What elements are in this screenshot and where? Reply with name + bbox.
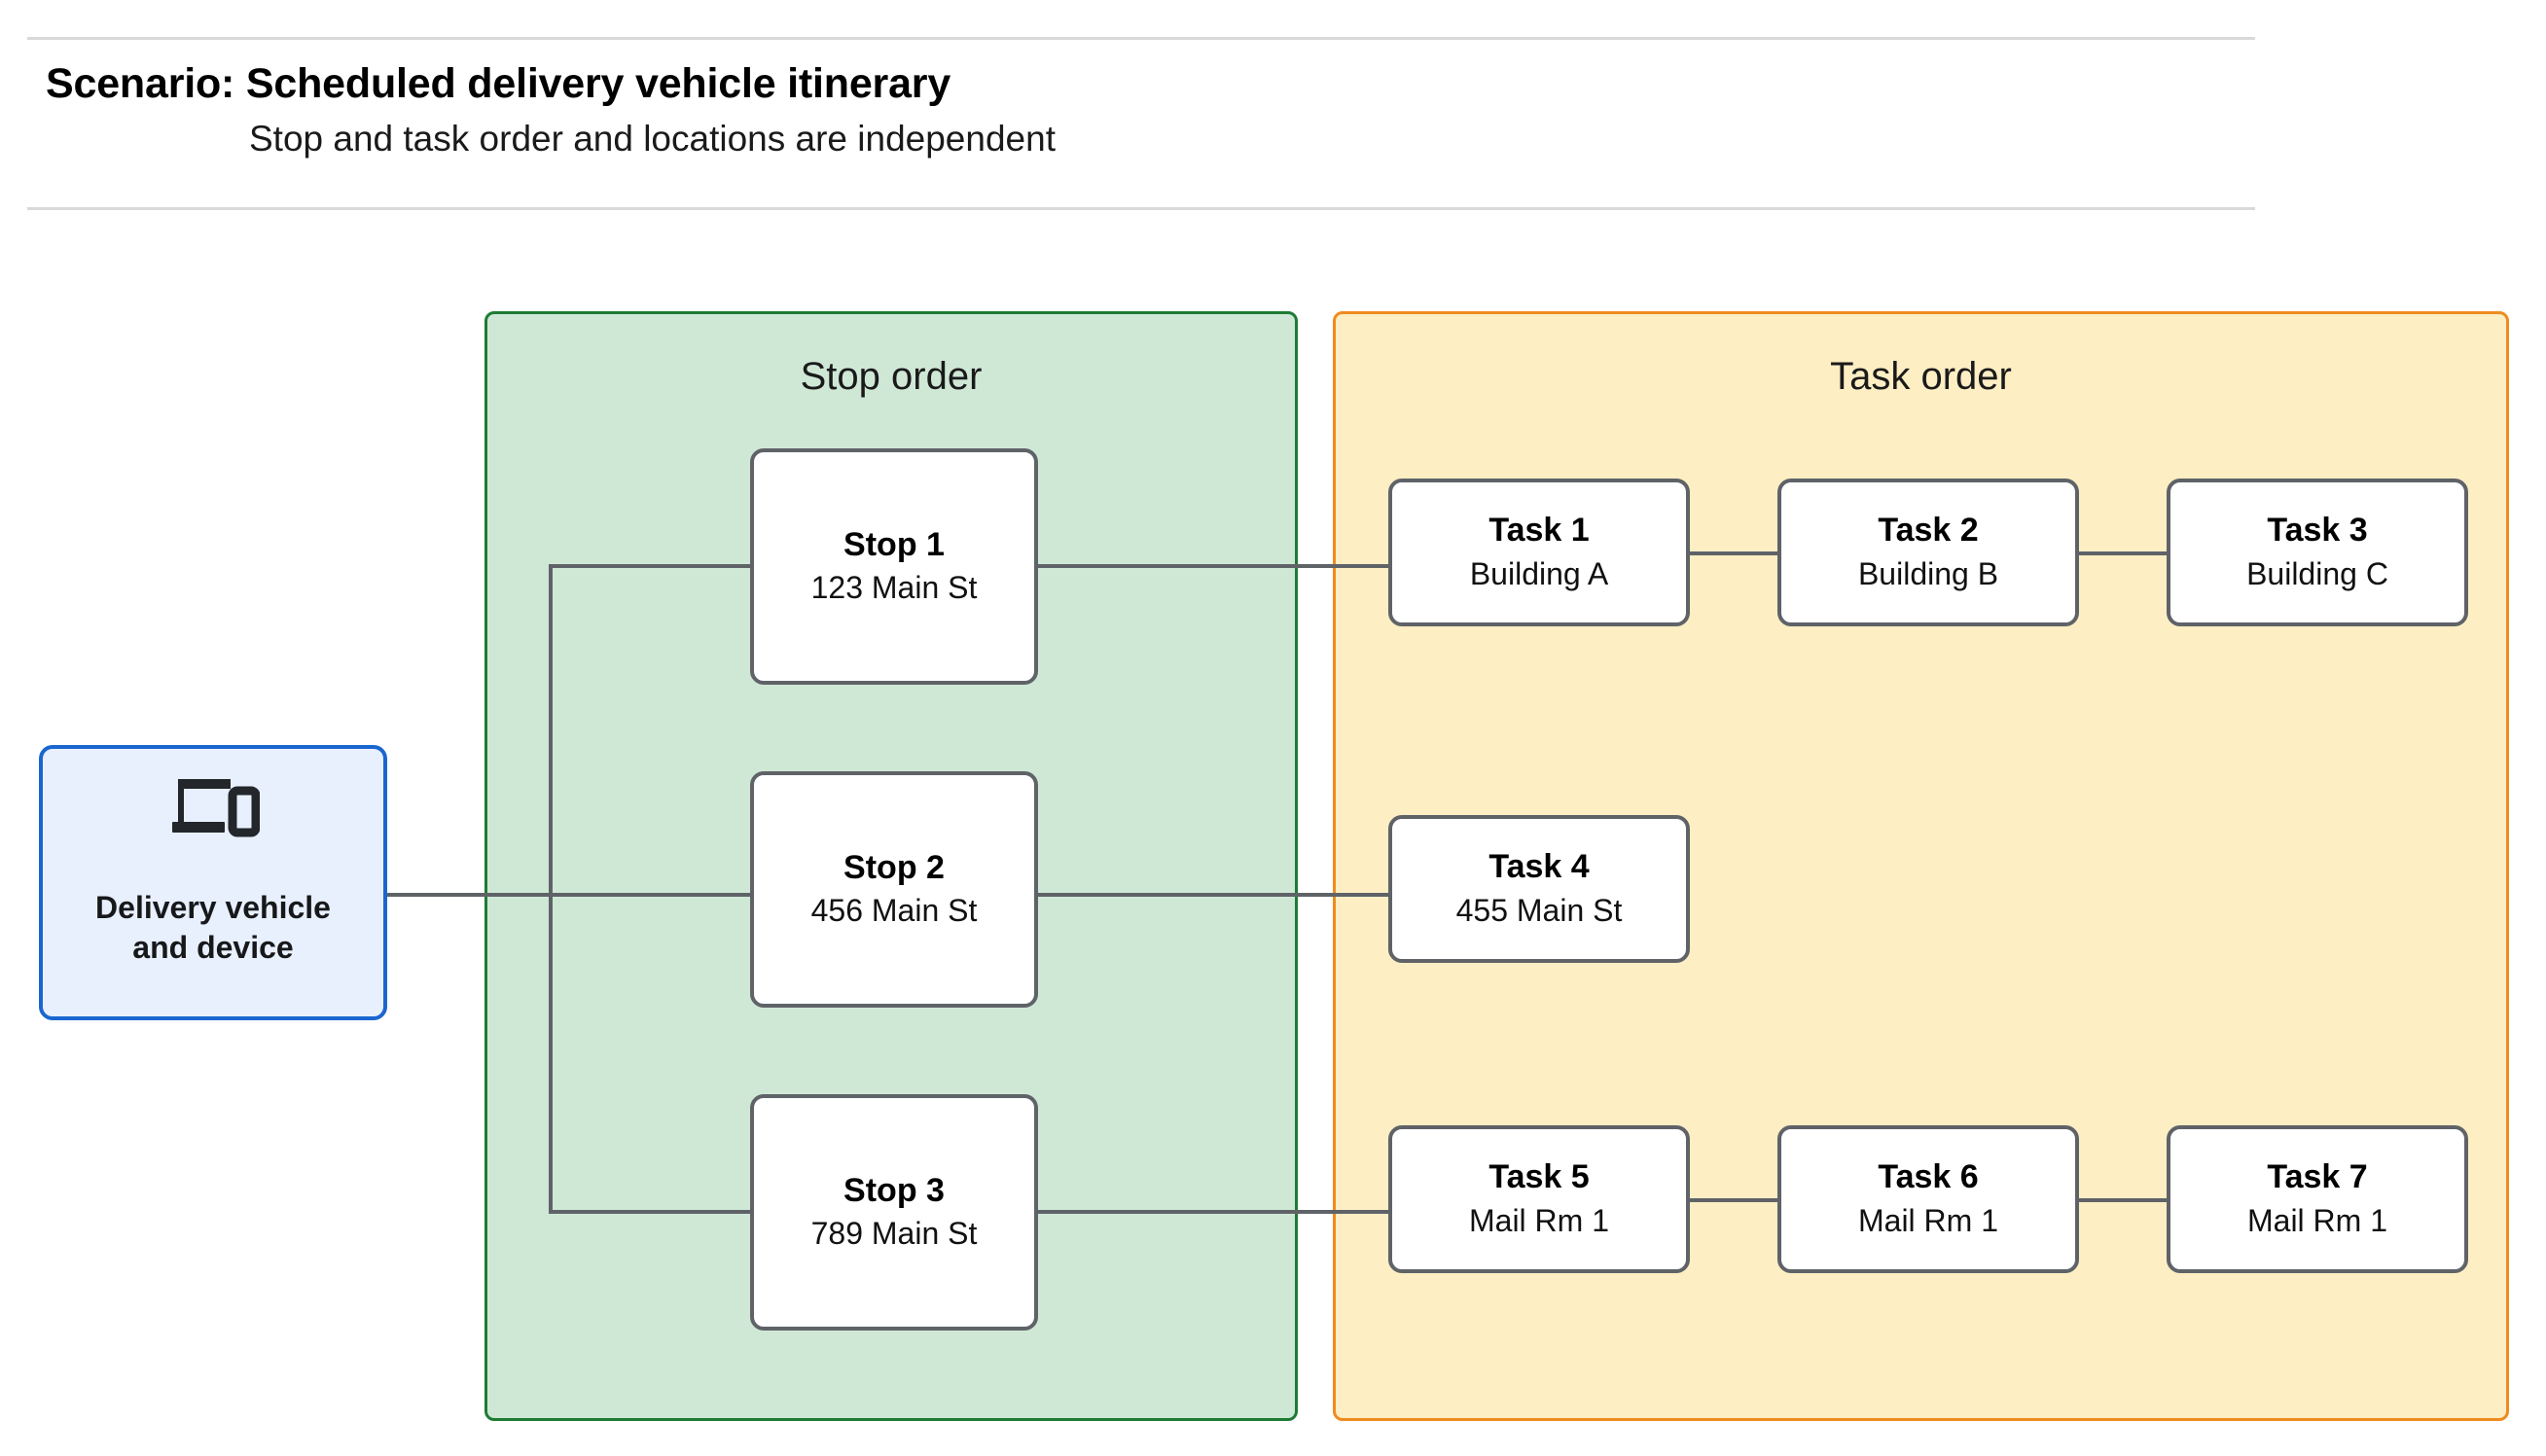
header-top-divider bbox=[27, 37, 2255, 40]
wire-task2-to-task3 bbox=[2075, 551, 2170, 555]
stop-node-3[interactable]: Stop 3 789 Main St bbox=[750, 1094, 1038, 1331]
task-node-4[interactable]: Task 4 455 Main St bbox=[1388, 815, 1690, 963]
delivery-vehicle-node[interactable]: Delivery vehicle and device bbox=[39, 745, 387, 1020]
task-node-6[interactable]: Task 6 Mail Rm 1 bbox=[1777, 1125, 2079, 1273]
stop-node-1-title: Stop 1 bbox=[843, 525, 945, 563]
task-node-7-location: Mail Rm 1 bbox=[2246, 1202, 2387, 1238]
wire-vehicle-to-trunk bbox=[387, 893, 553, 897]
wire-stop2-to-task4 bbox=[1034, 893, 1392, 897]
task-node-2[interactable]: Task 2 Building B bbox=[1777, 479, 2079, 626]
task-node-7[interactable]: Task 7 Mail Rm 1 bbox=[2167, 1125, 2468, 1273]
task-node-3-title: Task 3 bbox=[2267, 512, 2368, 550]
task-node-2-title: Task 2 bbox=[1878, 512, 1979, 550]
task-node-3[interactable]: Task 3 Building C bbox=[2167, 479, 2468, 626]
stop-node-3-title: Stop 3 bbox=[843, 1171, 945, 1209]
wire-stop1-to-task1 bbox=[1034, 564, 1392, 568]
task-node-1-title: Task 1 bbox=[1488, 512, 1590, 550]
delivery-vehicle-label-line1: Delivery vehicle bbox=[95, 889, 331, 925]
stop-node-2-location: 456 Main St bbox=[810, 893, 978, 929]
task-node-6-location: Mail Rm 1 bbox=[1857, 1202, 1998, 1238]
stop-order-group-label: Stop order bbox=[800, 355, 983, 398]
task-node-1-location: Building A bbox=[1469, 555, 1609, 591]
stop-node-2[interactable]: Stop 2 456 Main St bbox=[750, 771, 1038, 1008]
header-bottom-divider bbox=[27, 207, 2255, 210]
task-node-4-title: Task 4 bbox=[1488, 848, 1590, 886]
wire-trunk-to-stop3 bbox=[549, 1210, 754, 1214]
wire-trunk-to-stop2 bbox=[549, 893, 754, 897]
stop-node-1-location: 123 Main St bbox=[810, 570, 978, 606]
task-node-3-location: Building C bbox=[2246, 555, 2388, 591]
delivery-vehicle-label: Delivery vehicle and device bbox=[95, 888, 331, 968]
stop-node-3-location: 789 Main St bbox=[810, 1216, 978, 1252]
stop-node-2-title: Stop 2 bbox=[843, 848, 945, 886]
wire-task5-to-task6 bbox=[1686, 1198, 1781, 1202]
delivery-vehicle-label-line2: and device bbox=[132, 929, 294, 965]
task-node-6-title: Task 6 bbox=[1878, 1158, 1979, 1196]
wire-trunk-to-stop1 bbox=[549, 564, 754, 568]
task-node-2-location: Building B bbox=[1857, 555, 1999, 591]
page-title: Scenario: Scheduled delivery vehicle iti… bbox=[46, 60, 951, 107]
task-node-1[interactable]: Task 1 Building A bbox=[1388, 479, 1690, 626]
task-order-group-label: Task order bbox=[1830, 355, 2012, 398]
task-node-4-location: 455 Main St bbox=[1455, 892, 1623, 928]
stop-node-1[interactable]: Stop 1 123 Main St bbox=[750, 448, 1038, 685]
task-node-5[interactable]: Task 5 Mail Rm 1 bbox=[1388, 1125, 1690, 1273]
wire-stop3-to-task5 bbox=[1034, 1210, 1392, 1214]
task-node-5-title: Task 5 bbox=[1488, 1158, 1590, 1196]
wire-task6-to-task7 bbox=[2075, 1198, 2170, 1202]
task-node-5-location: Mail Rm 1 bbox=[1468, 1202, 1609, 1238]
task-node-7-title: Task 7 bbox=[2267, 1158, 2368, 1196]
wire-task1-to-task2 bbox=[1686, 551, 1781, 555]
wire-stop-trunk-vertical bbox=[549, 564, 553, 1214]
laptop-and-phone-icon bbox=[172, 778, 260, 837]
page-subtitle: Stop and task order and locations are in… bbox=[249, 119, 1056, 159]
